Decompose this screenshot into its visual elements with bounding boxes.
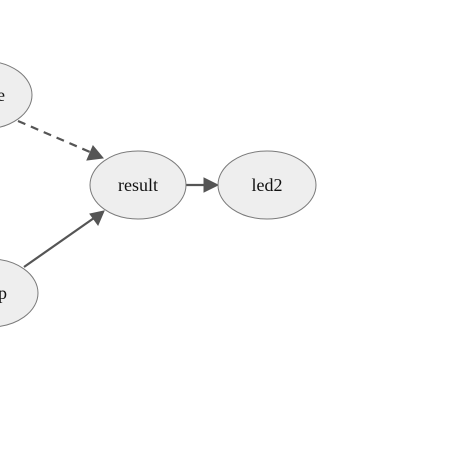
edge-left-top-to-result	[17, 119, 104, 161]
node-led2-label: led2	[252, 175, 283, 195]
node-left-top[interactable]: le	[0, 61, 33, 129]
node-left-bottom[interactable]: p	[0, 259, 39, 327]
node-led2[interactable]: led2	[217, 150, 317, 220]
node-left-bottom-label: p	[0, 283, 7, 303]
node-left-top-label: le	[0, 85, 5, 105]
node-result[interactable]: result	[89, 150, 187, 220]
node-result-label: result	[118, 175, 158, 195]
node-left-bottom-ellipse	[0, 259, 39, 327]
edge-result-to-led2	[186, 177, 220, 193]
node-result-ellipse	[89, 150, 187, 220]
edge-left-bottom-to-result	[23, 210, 105, 268]
node-led2-ellipse	[217, 150, 317, 220]
node-left-top-ellipse	[0, 62, 33, 128]
